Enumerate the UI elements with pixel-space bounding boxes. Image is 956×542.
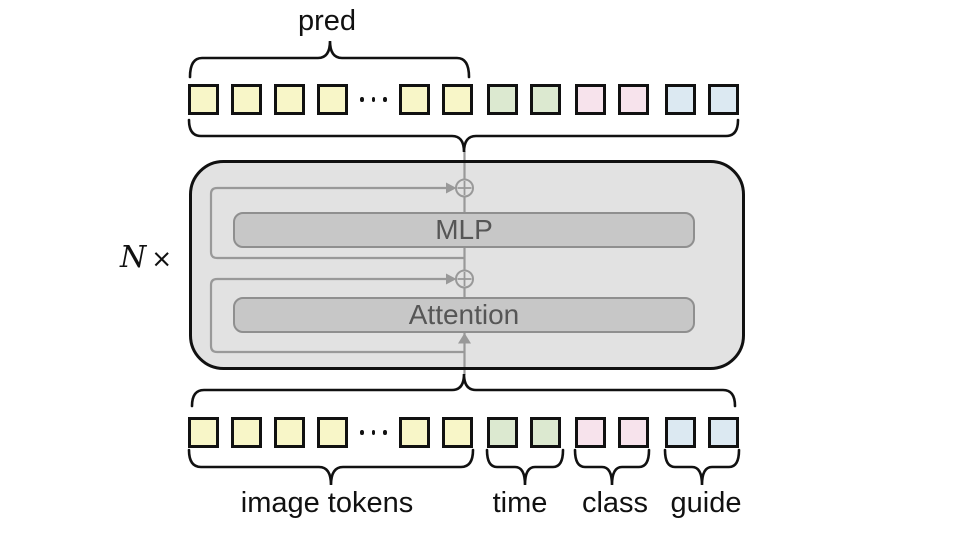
input-tokens-brace [190, 373, 737, 408]
class-tokens-brace [573, 448, 651, 486]
token-guide [708, 417, 739, 448]
token-time [487, 417, 518, 448]
token-guide [665, 417, 696, 448]
token-image [231, 417, 262, 448]
token-image [274, 417, 305, 448]
token-image [442, 417, 473, 448]
mlp-skip-arrowhead-icon [446, 182, 457, 194]
times-symbol: × [151, 244, 173, 273]
token-image [317, 417, 348, 448]
attention-input-arrowhead-icon [458, 333, 471, 344]
token-guide [708, 84, 739, 115]
token-class [575, 417, 606, 448]
pred-label: pred [297, 5, 357, 37]
repeat-count-label: N × [120, 240, 172, 275]
transformer-block-border [189, 160, 745, 370]
token-image [188, 417, 219, 448]
mlp-add-icon [455, 178, 474, 198]
token-image [399, 84, 430, 115]
attention-skip-connection [209, 277, 465, 354]
mlp-block: MLP [233, 212, 695, 248]
token-guide [665, 84, 696, 115]
token-image [188, 84, 219, 115]
attention-skip-arrowhead-icon [446, 273, 457, 285]
token-image [231, 84, 262, 115]
ellipsis-icon [360, 430, 388, 435]
input-token-row [188, 417, 739, 448]
attention-block: Attention [233, 297, 695, 333]
attention-add-icon [455, 269, 474, 289]
token-image [317, 84, 348, 115]
pred-brace [188, 40, 471, 79]
ellipsis-icon [360, 97, 388, 102]
token-image [442, 84, 473, 115]
class-label: class [581, 487, 649, 519]
repeat-n-symbol: N [120, 240, 147, 275]
output-tokens-brace [187, 118, 740, 153]
guide-tokens-brace [663, 448, 741, 486]
token-image [274, 84, 305, 115]
output-token-row [188, 84, 739, 115]
image-tokens-brace [187, 448, 475, 486]
image-tokens-label: image tokens [240, 487, 414, 519]
time-tokens-brace [485, 448, 565, 486]
token-time [530, 84, 561, 115]
token-time [487, 84, 518, 115]
mlp-label: MLP [435, 214, 493, 245]
token-class [575, 84, 606, 115]
token-class [618, 417, 649, 448]
mlp-skip-connection [209, 186, 465, 260]
attention-label: Attention [408, 299, 520, 330]
token-time [530, 417, 561, 448]
token-image [399, 417, 430, 448]
guide-label: guide [670, 487, 742, 519]
time-label: time [492, 487, 548, 519]
token-class [618, 84, 649, 115]
